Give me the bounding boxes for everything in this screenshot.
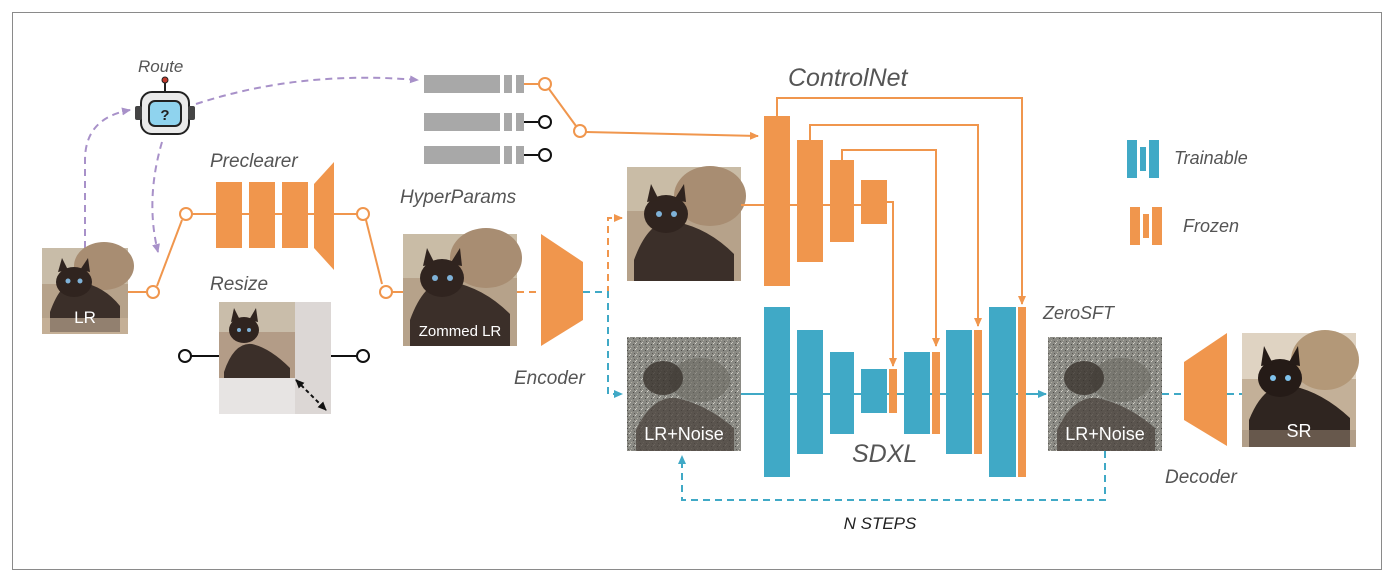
lr-noise-input-label: LR+Noise <box>644 424 724 444</box>
preclearer-block <box>216 162 334 270</box>
diagram-frame <box>12 12 1382 570</box>
control-image <box>627 166 746 281</box>
route-label: Route <box>138 57 183 76</box>
encoder-label: Encoder <box>514 368 585 389</box>
zoomed-lr-image <box>403 228 522 346</box>
sdxl-blocks <box>764 307 1026 477</box>
resize-arrow-icon <box>295 379 327 411</box>
legend-trainable-label: Trainable <box>1174 148 1248 168</box>
noisy-input-image <box>627 337 741 451</box>
sr-image <box>1242 330 1359 447</box>
lr-noise-output-label: LR+Noise <box>1065 424 1145 444</box>
n-steps-label: N STEPS <box>844 514 917 533</box>
zerosft-label: ZeroSFT <box>1042 303 1116 323</box>
sr-label: SR <box>1286 421 1311 441</box>
zoomed-lr-label: Zommed LR <box>419 323 502 340</box>
decoder-block <box>1184 333 1227 446</box>
preclearer-label: Preclearer <box>210 151 298 172</box>
legend-frozen-label: Frozen <box>1183 216 1239 236</box>
decoder-label: Decoder <box>1165 467 1237 488</box>
encoder-block <box>541 234 583 346</box>
resize-label: Resize <box>210 274 268 295</box>
hyperparam-bars <box>424 75 552 164</box>
lr-image <box>42 242 134 334</box>
hyperparams-label: HyperParams <box>400 187 517 208</box>
sdxl-label: SDXL <box>852 440 917 468</box>
legend-trainable-icon <box>1127 140 1159 178</box>
lr-label: LR <box>74 308 96 327</box>
noisy-output-image <box>1048 337 1162 451</box>
svg-text:?: ? <box>160 107 169 124</box>
controlnet-blocks <box>764 116 887 286</box>
robot-icon: ? <box>135 76 195 135</box>
controlnet-label: ControlNet <box>788 64 909 92</box>
legend-frozen-icon <box>1130 207 1162 245</box>
resize-image <box>219 302 331 414</box>
